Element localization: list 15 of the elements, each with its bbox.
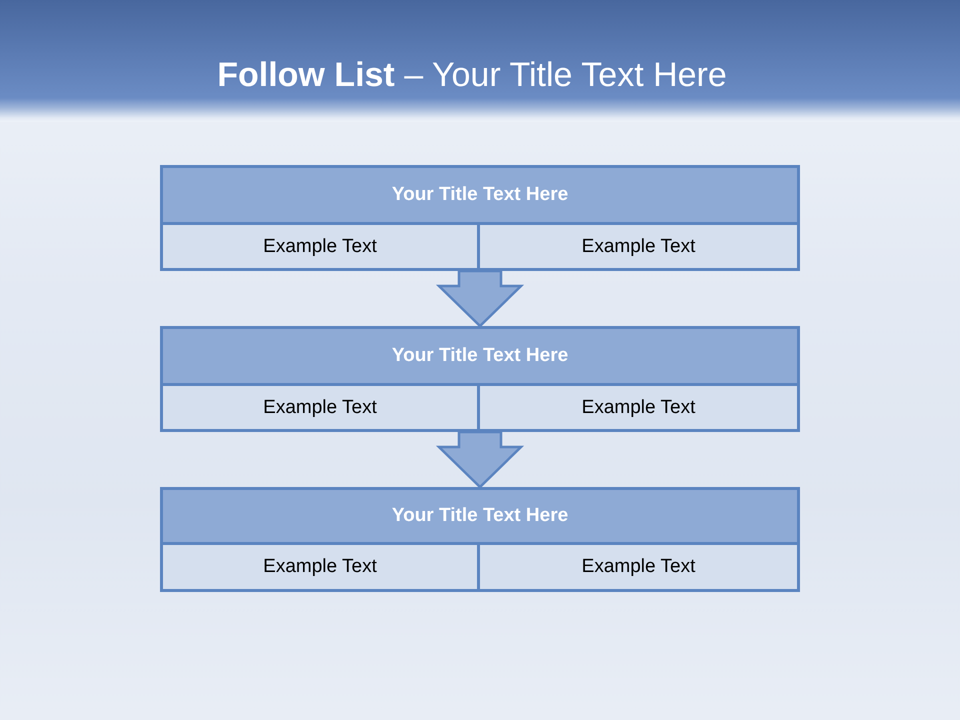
text-cell: Example Text (480, 545, 797, 589)
text-cell: Example Text (480, 386, 797, 429)
text-cell: Example Text (480, 225, 797, 268)
list-table (160, 165, 800, 271)
slide-title: Follow List – Your Title Text Here (216, 55, 728, 96)
header-cell: Your Title Text Here (163, 329, 797, 386)
list-table (160, 487, 800, 592)
block-arrow (436, 270, 524, 328)
text-cell: Example Text (163, 225, 480, 268)
text-cell: Example Text (163, 545, 480, 589)
text-cell: Example Text (163, 386, 480, 429)
list-table (160, 326, 800, 432)
header-cell: Your Title Text Here (163, 168, 797, 225)
header-cell: Your Title Text Here (163, 490, 797, 545)
block-arrow (436, 430, 524, 489)
